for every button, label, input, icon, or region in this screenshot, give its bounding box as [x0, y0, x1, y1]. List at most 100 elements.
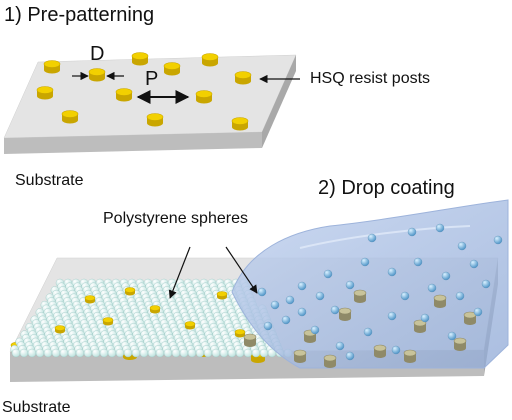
polystyrene-sphere	[171, 348, 181, 358]
suspended-sphere	[345, 280, 355, 290]
suspended-sphere	[435, 223, 445, 233]
polystyrene-sphere	[67, 348, 77, 358]
resist-post	[433, 294, 447, 308]
suspended-sphere	[427, 283, 437, 293]
suspended-sphere	[473, 307, 483, 317]
resist-post	[88, 68, 106, 82]
substrate-label-top: Substrate	[15, 172, 84, 189]
resist-post	[323, 354, 337, 368]
top-substrate-side	[262, 55, 296, 148]
resist-post	[115, 88, 133, 102]
polystyrene-sphere	[139, 348, 149, 358]
polystyrene-sphere	[83, 348, 93, 358]
suspended-sphere	[310, 325, 320, 335]
resist-post	[195, 90, 213, 104]
resist-post	[54, 325, 66, 334]
suspended-sphere	[363, 327, 373, 337]
resist-post	[61, 110, 79, 124]
posts-label: HSQ resist posts	[310, 70, 431, 87]
resist-post	[201, 53, 219, 67]
top-substrate-front	[4, 132, 262, 154]
resist-post	[373, 344, 387, 358]
polystyrene-sphere	[163, 348, 173, 358]
resist-post	[403, 349, 417, 363]
liquid-droplet	[231, 199, 509, 369]
suspended-sphere	[315, 291, 325, 301]
polystyrene-sphere	[11, 348, 21, 358]
polystyrene-sphere	[147, 348, 157, 358]
resist-post	[149, 305, 161, 314]
resist-post	[146, 113, 164, 127]
resist-post	[163, 62, 181, 76]
polystyrene-sphere	[259, 348, 269, 358]
suspended-sphere	[493, 235, 503, 245]
suspended-sphere	[263, 321, 273, 331]
spheres-label: Polystyrene spheres	[103, 210, 248, 227]
resist-post	[234, 71, 252, 85]
suspended-sphere	[360, 257, 370, 267]
resist-post	[36, 86, 54, 100]
polystyrene-sphere	[59, 348, 69, 358]
polystyrene-sphere	[75, 348, 85, 358]
resist-post	[234, 329, 246, 338]
polystyrene-sphere	[115, 348, 125, 358]
polystyrene-sphere	[155, 348, 165, 358]
step-1-title: 1) Pre-patterning	[4, 4, 155, 26]
resist-post	[131, 52, 149, 66]
suspended-sphere	[481, 279, 491, 289]
suspended-sphere	[387, 311, 397, 321]
suspended-sphere	[387, 267, 397, 277]
polystyrene-sphere	[99, 348, 109, 358]
polystyrene-sphere	[179, 348, 189, 358]
suspended-sphere	[297, 307, 307, 317]
suspended-sphere	[469, 259, 479, 269]
polystyrene-sphere	[211, 348, 221, 358]
polystyrene-sphere	[107, 348, 117, 358]
resist-post	[43, 60, 61, 74]
spheres-arrow-left	[168, 246, 191, 299]
resist-post	[84, 295, 96, 304]
resist-post	[243, 333, 257, 347]
suspended-sphere	[400, 291, 410, 301]
suspended-sphere	[391, 345, 401, 355]
substrate-label-bottom: Substrate	[2, 399, 71, 416]
suspended-sphere	[407, 227, 417, 237]
suspended-sphere	[323, 269, 333, 279]
step-2-title: 2) Drop coating	[318, 177, 455, 199]
suspended-sphere	[441, 271, 451, 281]
resist-post	[453, 337, 467, 351]
resist-post	[353, 289, 367, 303]
suspended-sphere	[335, 341, 345, 351]
polystyrene-sphere	[251, 348, 261, 358]
suspended-sphere	[281, 315, 291, 325]
polystyrene-sphere	[235, 348, 245, 358]
polystyrene-sphere	[27, 348, 37, 358]
suspended-sphere	[345, 351, 355, 361]
suspended-sphere	[257, 287, 267, 297]
top-posts	[36, 52, 252, 131]
suspended-sphere	[367, 233, 377, 243]
suspended-sphere	[270, 300, 280, 310]
resist-post	[184, 321, 196, 330]
resist-post	[293, 349, 307, 363]
suspended-spheres	[243, 223, 503, 368]
resist-post	[102, 317, 114, 326]
polystyrene-sphere	[219, 348, 229, 358]
sphere-monolayer	[10, 278, 293, 358]
suspended-sphere	[447, 331, 457, 341]
resist-post	[338, 307, 352, 321]
resist-post	[231, 117, 249, 131]
resist-post	[413, 319, 427, 333]
polystyrene-sphere	[187, 348, 197, 358]
polystyrene-sphere	[19, 348, 29, 358]
suspended-sphere	[297, 281, 307, 291]
pitch-label: P	[145, 68, 159, 90]
polystyrene-sphere	[195, 348, 205, 358]
polystyrene-sphere	[243, 348, 253, 358]
suspended-sphere	[330, 305, 340, 315]
suspended-sphere	[457, 241, 467, 251]
droplet-highlight	[299, 225, 471, 249]
polystyrene-sphere	[203, 348, 213, 358]
